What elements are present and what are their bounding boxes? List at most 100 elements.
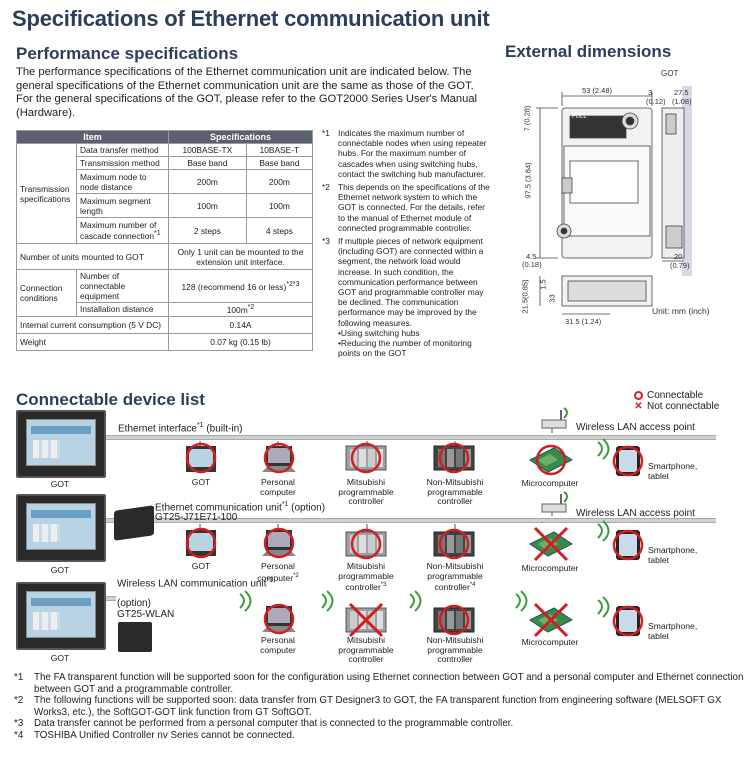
footnotes: *1 The FA transparent function will be su… <box>14 672 749 741</box>
iface-text: (option) <box>288 502 326 514</box>
iface-label-3: Wireless LAN communication unit*1 <box>117 576 273 590</box>
performance-heading: Performance specifications <box>16 44 239 63</box>
dimension-drawing: GOT 53 (2.48) 3 (0.12) 27.5 (1.08) 7 (0.… <box>520 66 745 376</box>
cell-value: 100m <box>168 193 247 218</box>
legend: Connectable ✕Not connectable <box>634 390 719 412</box>
dim-215: 21.5(0.85) <box>520 279 530 314</box>
footnote-ref: *1 <box>154 230 161 238</box>
dim-3: 3 <box>648 88 653 97</box>
cell-value: Base band <box>245 156 314 170</box>
dim-315: 31.5 (1.24) <box>565 317 602 326</box>
cell-value: 100m <box>245 193 314 218</box>
dim-20-inch: (0.79) <box>670 261 690 270</box>
device-list-heading: Connectable device list <box>16 390 205 409</box>
dimensions-heading: External dimensions <box>505 42 672 61</box>
device-label: Smartphone, tablet <box>648 545 698 565</box>
footnote-text: Data transfer cannot be performed from a… <box>34 718 514 729</box>
bus-line-3 <box>98 596 116 601</box>
device-label: Mitsubishi programmable controller <box>338 477 394 506</box>
label-text: Mitsubishi programmable controller <box>338 561 394 592</box>
cell-value: 0.14A <box>168 315 313 334</box>
dim-got-label: GOT <box>661 69 679 78</box>
got-device-1 <box>16 410 106 478</box>
footnote-ref: *1 <box>281 501 289 508</box>
value-text: 100m <box>226 304 248 315</box>
footnote-ref: *4 <box>469 582 476 588</box>
device-label: Non-Mitsubishi programmable controller <box>426 477 484 506</box>
got-device-2 <box>16 494 106 562</box>
device-label: Microcomputer <box>521 563 579 573</box>
legend-label: Connectable <box>647 390 704 401</box>
wlan-ap-label-2: Wireless LAN access point <box>576 508 695 519</box>
dim-15: 1.5 <box>538 279 548 290</box>
cell-label: Data transfer method <box>76 143 169 157</box>
ethernet-unit-model: GT25-J71E71-100 <box>155 512 238 523</box>
device-label: Microcomputer <box>521 637 579 647</box>
iface-text: Ethernet interface <box>118 423 197 435</box>
iface-text: Ethernet communication unit <box>155 502 282 514</box>
cell-label: Transmission method <box>76 156 169 170</box>
dimension-svg <box>536 86 692 315</box>
note-mark: *2 <box>322 182 330 193</box>
got-device-3 <box>16 582 106 650</box>
cell-value: Only 1 unit can be mounted to the extens… <box>168 243 313 270</box>
cell-value: 128 (recommend 16 or less)*2*3 <box>168 269 313 303</box>
iface-label-2: Ethernet communication unit*1 (option) <box>155 501 325 513</box>
dim-275-inch: (1.08) <box>672 97 692 106</box>
device-label: Personal computer <box>260 635 296 655</box>
iface-label-1: Ethernet interface*1 (built-in) <box>118 422 242 434</box>
got-label-2: GOT <box>50 565 70 575</box>
cell-conn-cond: Connection conditions <box>16 269 77 317</box>
footnote-ref: *2*3 <box>286 280 300 288</box>
footnote-ref: *1 <box>266 577 274 584</box>
footnote-text: TOSHIBA Unified Controller nv Series can… <box>34 729 295 741</box>
device-label: Personal computer <box>260 477 296 497</box>
dim-full-label: FULL <box>572 114 587 120</box>
footnote-mark: *3 <box>14 718 24 729</box>
note-text: This depends on the specifications of th… <box>338 182 490 233</box>
device-label: GOT <box>191 477 211 487</box>
device-label: Non-Mitsubishi programmable controller <box>426 635 484 664</box>
cell-value: 100BASE-TX <box>168 143 247 157</box>
device-label: Mitsubishi programmable controller <box>338 635 394 664</box>
cell-label: Maximum number of cascade connection*1 <box>76 217 169 244</box>
dim-45: 4.5 <box>526 252 537 261</box>
label-text: Non-Mitsubishi programmable controller <box>426 561 484 592</box>
footnote-mark: *4 <box>14 729 24 741</box>
cell-value: 100m*2 <box>168 302 313 317</box>
cell-label: Maximum segment length <box>76 193 169 218</box>
cell-value: Base band <box>168 156 247 170</box>
label-text: Personal computer <box>257 561 295 583</box>
cell-value: 200m <box>168 169 247 194</box>
cross-icon: ✕ <box>634 401 643 412</box>
note-text: If multiple pieces of network equipment … <box>338 236 484 328</box>
cell-value: 200m <box>245 169 314 194</box>
device-label: Mitsubishi programmable controller*3 <box>326 561 406 592</box>
footnote-ref: *2 <box>247 304 255 311</box>
footnote-ref: *2 <box>293 572 299 579</box>
wlan-ap-label-1: Wireless LAN access point <box>576 422 695 433</box>
circle-icon <box>634 391 643 400</box>
device-label: Personal computer*2 <box>248 561 308 583</box>
label-text: Maximum number of cascade connection <box>80 220 157 241</box>
note-bullet: •Using switching hubs <box>338 327 420 338</box>
footnote-text: The following functions will be supporte… <box>34 695 722 718</box>
footnote-mark: *1 <box>14 672 24 683</box>
footnote-text: The FA transparent function will be supp… <box>34 672 744 695</box>
footnote-ref: *1 <box>196 422 204 429</box>
bus-line-1 <box>98 435 716 440</box>
dim-975: 97.5 (3.84) <box>523 162 533 199</box>
cell-label: Maximum node to node distance <box>76 169 169 194</box>
legend-connectable: Connectable <box>634 390 719 401</box>
dim-width: 53 (2.48) <box>582 86 613 95</box>
cell-value: 2 steps <box>168 217 247 244</box>
dim-20: 20 <box>674 252 683 261</box>
cell-label: Internal current consumption (5 V DC) <box>16 315 169 334</box>
device-label: GOT <box>191 561 211 571</box>
wlan-unit-model: GT25-WLAN <box>117 609 175 620</box>
note-mark: *1 <box>322 128 330 138</box>
th-item: Item <box>16 130 169 144</box>
